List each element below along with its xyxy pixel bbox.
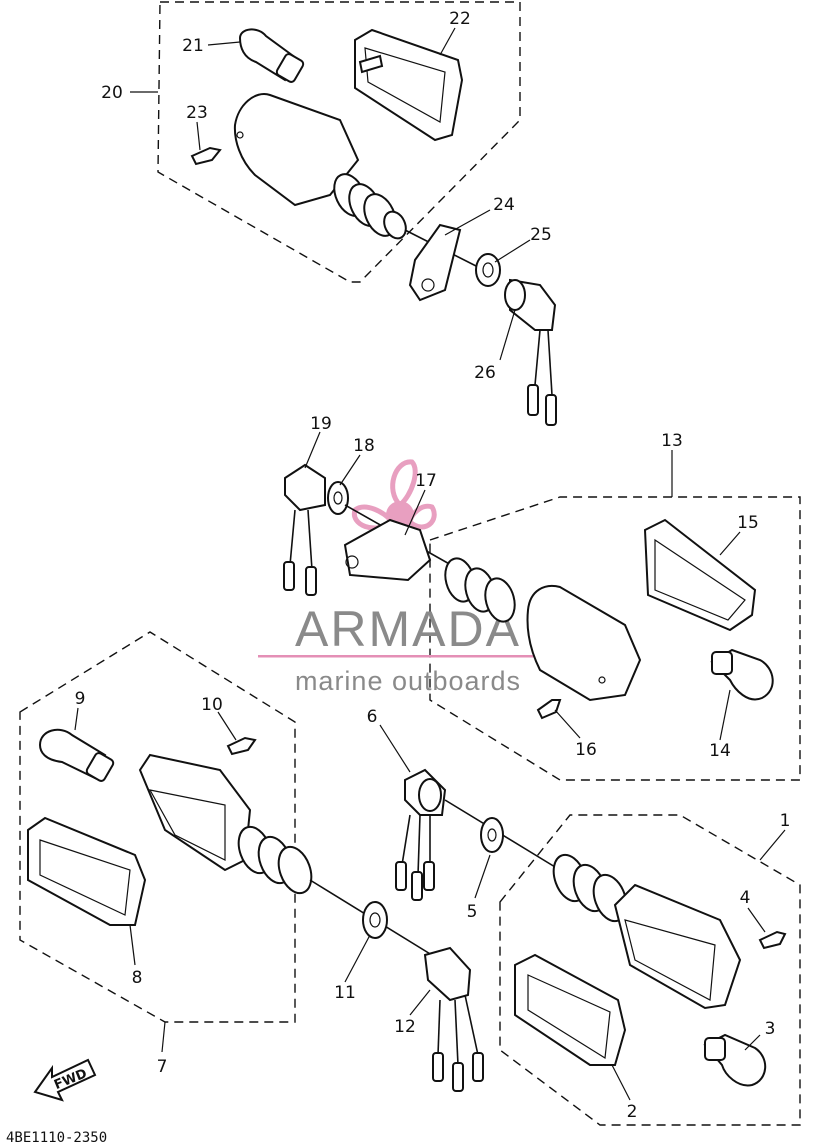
callout-14: 14 xyxy=(709,741,731,761)
diagram-code: 4BE1110-2350 xyxy=(6,1130,107,1146)
leader-lines xyxy=(74,27,786,1101)
watermark-tagline: marine outboards xyxy=(295,666,521,696)
callout-10: 10 xyxy=(201,695,223,715)
callout-26: 26 xyxy=(474,363,496,383)
callout-13: 13 xyxy=(661,431,683,451)
assembly-boundary-20 xyxy=(157,1,521,283)
callout-11: 11 xyxy=(334,983,356,1003)
callout-2: 2 xyxy=(627,1102,638,1122)
callout-19: 19 xyxy=(310,414,332,434)
callout-6: 6 xyxy=(367,707,378,727)
callout-1: 1 xyxy=(780,811,791,831)
callout-4: 4 xyxy=(740,888,751,908)
callout-24: 24 xyxy=(493,195,515,215)
watermark-underline xyxy=(258,655,556,658)
propeller-blade-icon xyxy=(390,459,418,509)
callout-12: 12 xyxy=(394,1017,416,1037)
callout-22: 22 xyxy=(449,9,471,29)
callout-25: 25 xyxy=(530,225,552,245)
callout-21: 21 xyxy=(182,36,204,56)
assembly-boundary-13 xyxy=(429,496,801,781)
callout-17: 17 xyxy=(415,471,437,491)
turn-signal-assembly-top xyxy=(190,28,557,426)
callout-7: 7 xyxy=(157,1057,168,1077)
turn-signal-assembly-right-lower xyxy=(395,768,787,1087)
callout-labels: 1 2 3 4 5 6 7 8 9 10 11 12 13 14 15 16 1… xyxy=(75,9,791,1122)
callout-15: 15 xyxy=(737,513,759,533)
callout-3: 3 xyxy=(765,1019,776,1039)
turn-signal-assembly-left xyxy=(27,728,484,1092)
callout-23: 23 xyxy=(186,103,208,123)
turn-signal-assembly-right xyxy=(283,463,774,720)
assembly-boundary-1 xyxy=(499,814,801,1126)
callout-5: 5 xyxy=(467,902,478,922)
callout-18: 18 xyxy=(353,436,375,456)
forward-arrow-icon: FWD xyxy=(33,1058,97,1102)
callout-16: 16 xyxy=(575,740,597,760)
callout-8: 8 xyxy=(132,968,143,988)
assembly-boundary-7 xyxy=(19,631,296,1023)
callout-20: 20 xyxy=(101,83,123,103)
callout-9: 9 xyxy=(75,689,86,709)
